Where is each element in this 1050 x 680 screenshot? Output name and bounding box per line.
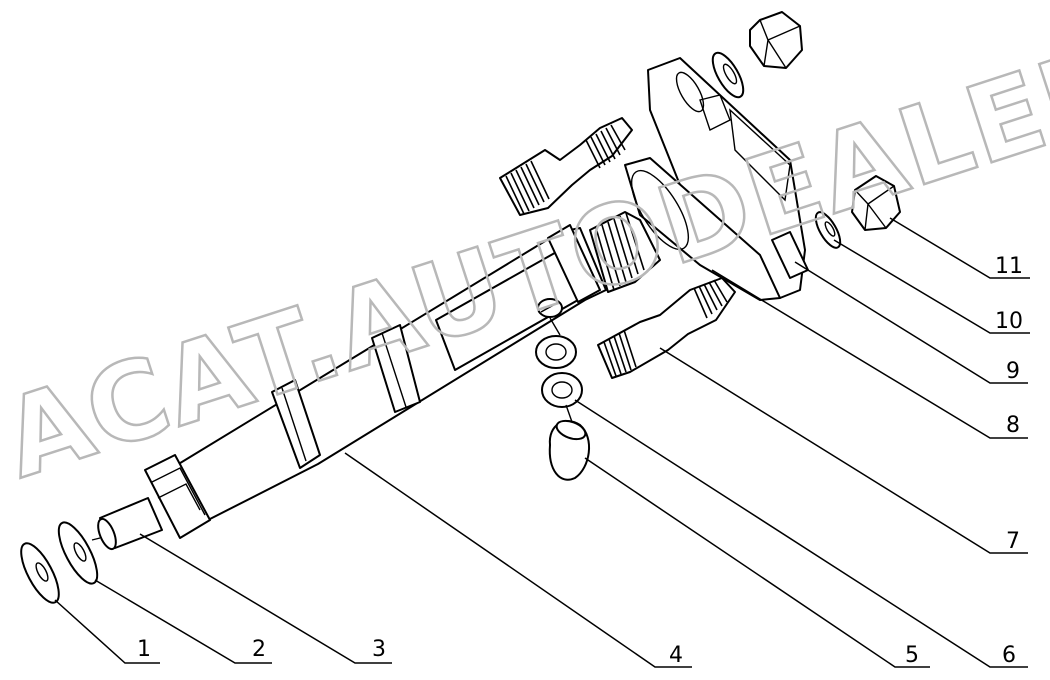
callout-label: 2 <box>252 637 266 662</box>
washer-disc-inner <box>57 521 99 585</box>
callout-9: 9 <box>794 261 1028 384</box>
callout-3: 3 <box>139 533 392 664</box>
stud-upper <box>499 117 633 216</box>
callout-label: 3 <box>372 637 386 662</box>
nozzle-tip <box>91 497 163 551</box>
nozzle-nut <box>144 454 211 539</box>
callout-2: 2 <box>94 579 272 664</box>
callout-7: 7 <box>659 347 1028 554</box>
washer-disc-outer <box>20 542 60 604</box>
callout-label: 8 <box>1006 413 1020 438</box>
sealing-ring-upper <box>535 335 577 369</box>
callout-label: 6 <box>1002 643 1016 668</box>
callout-5: 5 <box>584 457 930 668</box>
washer-small <box>814 211 842 249</box>
stud-lower <box>597 277 736 379</box>
washer-top <box>711 51 745 99</box>
callout-label: 9 <box>1006 359 1020 384</box>
callout-label: 5 <box>905 643 919 668</box>
callout-11: 11 <box>889 217 1030 279</box>
callout-8: 8 <box>711 269 1028 439</box>
sealing-ring-lower <box>541 372 583 408</box>
hex-nut-top <box>749 11 803 69</box>
callout-label: 7 <box>1006 529 1020 554</box>
injector-body <box>171 211 661 521</box>
fitting-bolt <box>537 298 563 336</box>
callout-label: 4 <box>669 643 683 668</box>
callout-label: 11 <box>995 254 1023 279</box>
flange-plate <box>624 57 806 301</box>
watermark: ACAT.AUTODEALER.RU <box>0 0 1050 504</box>
callout-6: 6 <box>574 399 1028 668</box>
callout-4: 4 <box>344 452 692 668</box>
callout-label: 10 <box>995 309 1023 334</box>
return-fitting-cap <box>548 404 591 481</box>
callout-label: 1 <box>137 637 151 662</box>
callout-1: 1 <box>54 599 160 664</box>
callout-10: 10 <box>833 239 1030 334</box>
